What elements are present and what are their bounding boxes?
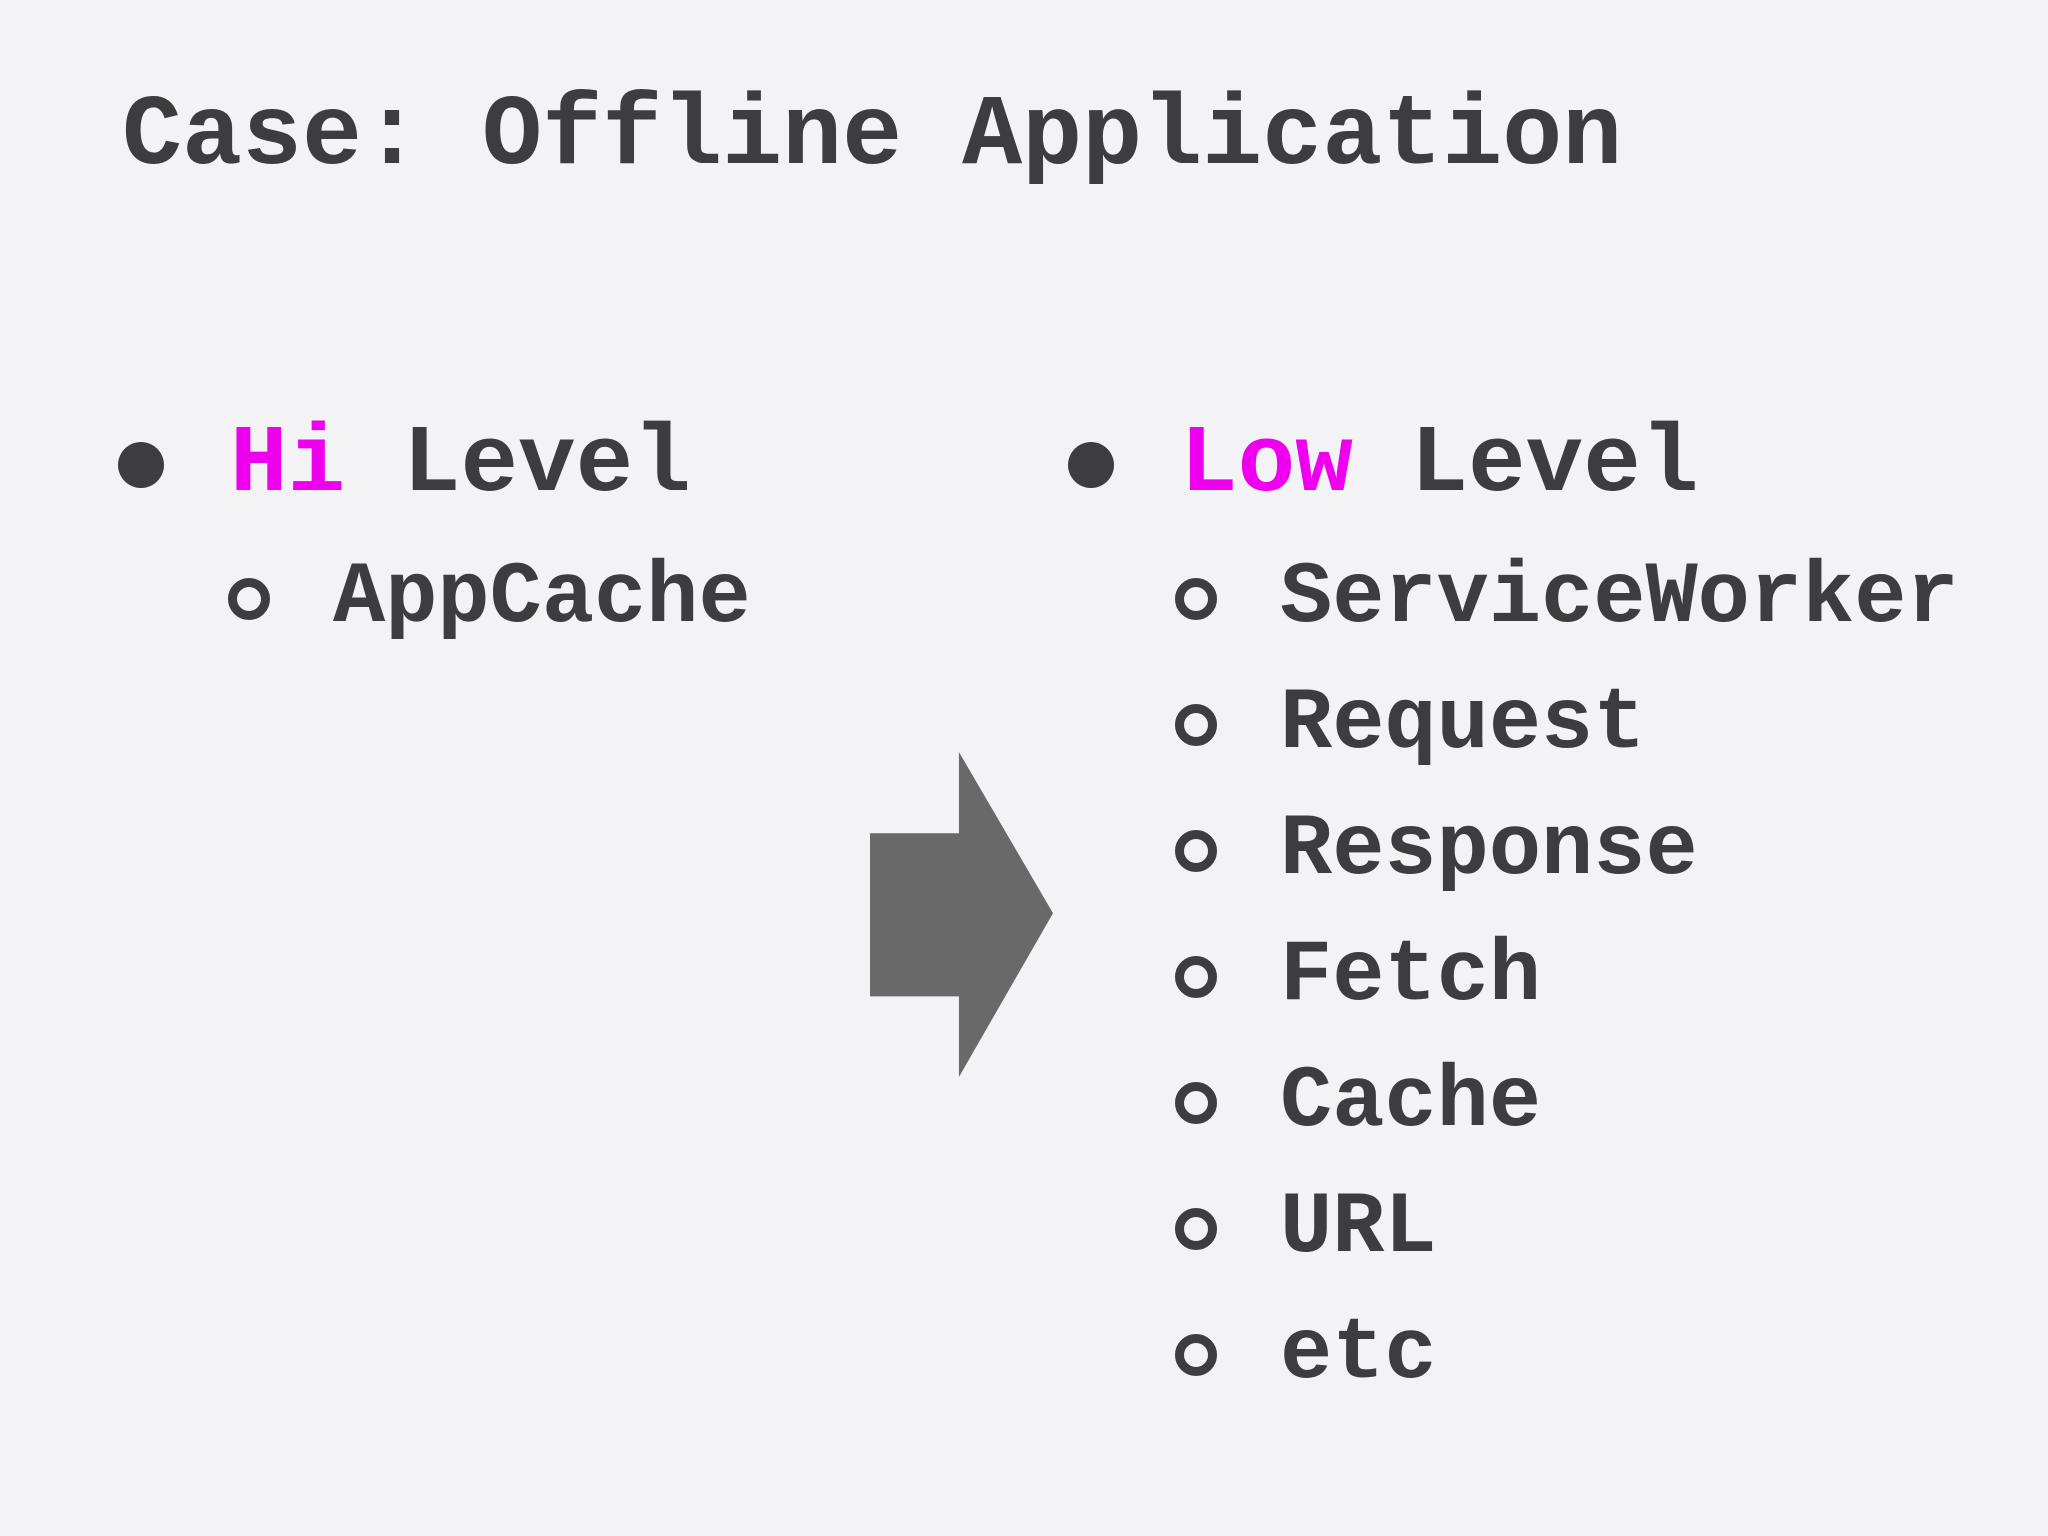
list-item: AppCache <box>228 536 751 662</box>
list-item: URL <box>1175 1166 1959 1292</box>
right-sublist: ServiceWorker Request Response Fetch Cac… <box>1175 536 1959 1418</box>
list-item: Fetch <box>1175 914 1959 1040</box>
filled-bullet-icon <box>1068 442 1114 488</box>
list-item-label: ServiceWorker <box>1280 550 1959 648</box>
bullet-line-low-level: Low Level <box>1068 417 1698 513</box>
list-item-label: URL <box>1280 1180 1437 1278</box>
slide-title: Case: Offline Application <box>122 81 1623 194</box>
filled-bullet-icon <box>118 442 164 488</box>
circle-bullet-icon <box>1175 1334 1217 1376</box>
list-item-label: etc <box>1280 1306 1437 1404</box>
bullet-line-hi-level: Hi Level <box>118 417 691 513</box>
heading-rest: Level <box>1352 410 1699 519</box>
circle-bullet-icon <box>1175 1208 1217 1250</box>
list-item-label: Fetch <box>1280 928 1542 1026</box>
right-arrow-icon <box>870 752 1053 1077</box>
list-item: Response <box>1175 788 1959 914</box>
list-item-label: Response <box>1280 802 1698 900</box>
circle-bullet-icon <box>1175 578 1217 620</box>
list-item-label: Request <box>1280 676 1646 774</box>
circle-bullet-icon <box>228 578 270 620</box>
circle-bullet-icon <box>1175 956 1217 998</box>
circle-bullet-icon <box>1175 830 1217 872</box>
circle-bullet-icon <box>1175 704 1217 746</box>
heading-rest: Level <box>345 410 691 519</box>
heading-low-level: Low Level <box>1180 417 1698 513</box>
list-item-label: Cache <box>1280 1054 1542 1152</box>
heading-highlight: Low <box>1180 410 1353 519</box>
list-item: etc <box>1175 1292 1959 1418</box>
list-item: Request <box>1175 662 1959 788</box>
left-sublist: AppCache <box>228 536 751 662</box>
heading-hi-level: Hi Level <box>230 417 691 513</box>
list-item: ServiceWorker <box>1175 536 1959 662</box>
list-item: Cache <box>1175 1040 1959 1166</box>
heading-highlight: Hi <box>230 410 346 519</box>
circle-bullet-icon <box>1175 1082 1217 1124</box>
list-item-label: AppCache <box>333 550 751 648</box>
